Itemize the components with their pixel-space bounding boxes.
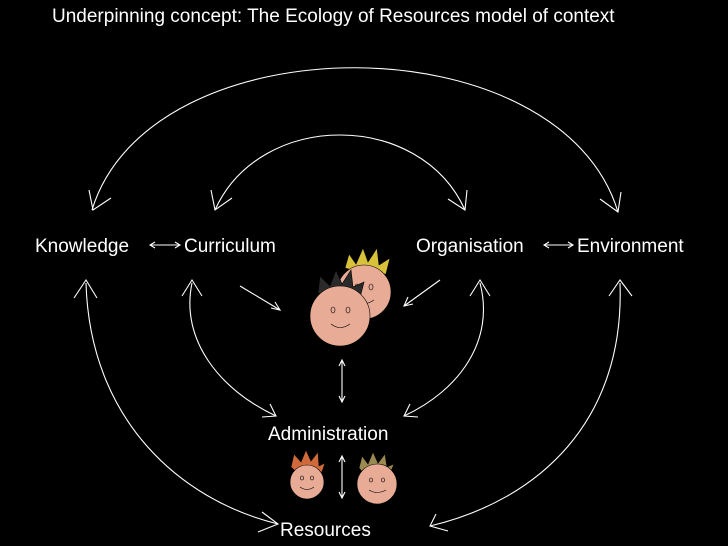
arrowhead-knowledge xyxy=(88,189,112,211)
learner-face-icon xyxy=(309,269,371,347)
arrowhead-environment xyxy=(599,191,622,213)
resource-face-icon xyxy=(289,449,326,500)
arrowhead-curriculum xyxy=(210,189,233,211)
arrow-curriculum-learner xyxy=(239,285,281,311)
node-organisation: Organisation xyxy=(416,236,524,257)
node-knowledge: Knowledge xyxy=(35,236,130,257)
diagram-title: Underpinning concept: The Ecology of Res… xyxy=(52,6,615,27)
resource-face-icon xyxy=(356,451,398,505)
arc-curriculum-organisation xyxy=(214,134,466,211)
node-administration: Administration xyxy=(268,424,389,445)
node-curriculum: Curriculum xyxy=(184,236,276,257)
arc-organisation-administration xyxy=(403,282,485,417)
arc-curriculum-administration xyxy=(189,282,277,417)
arc-environment-resources xyxy=(429,282,621,527)
arrow-organisation-learner xyxy=(403,279,441,307)
arrowhead-organisation xyxy=(447,189,468,211)
arc-knowledge-resources xyxy=(85,282,279,525)
node-resources: Resources xyxy=(280,520,371,541)
node-environment: Environment xyxy=(577,236,684,257)
arc-knowledge-environment xyxy=(91,67,619,213)
